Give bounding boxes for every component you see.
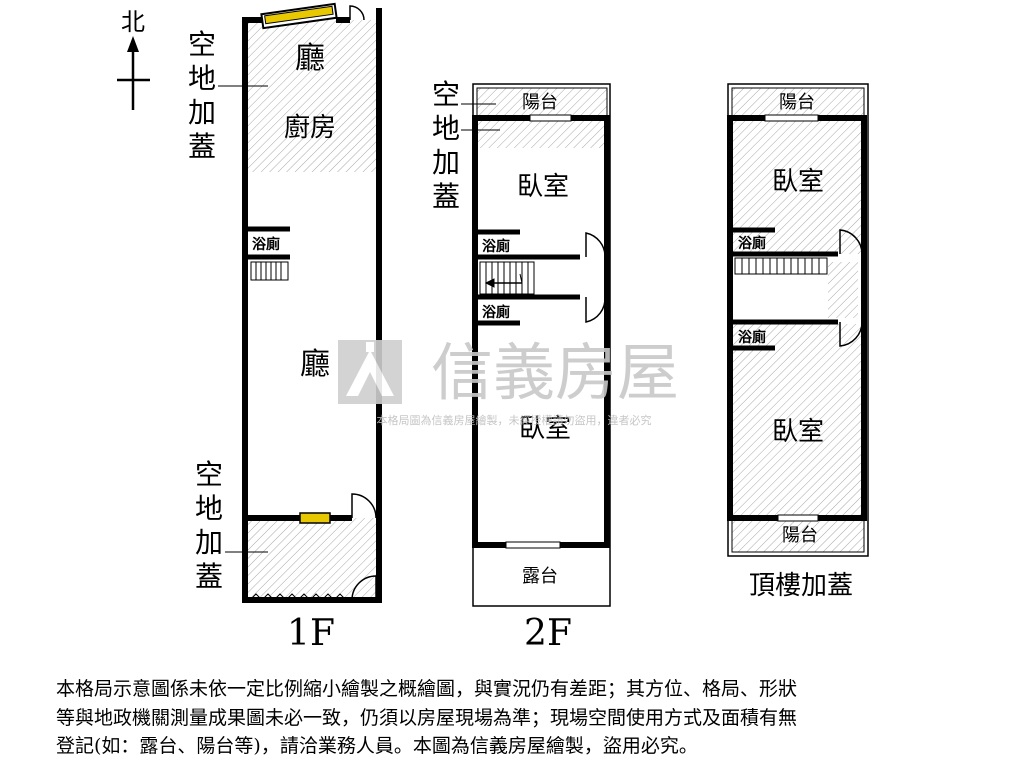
north-arrow-icon	[127, 36, 139, 52]
watermark: 信義房屋 本格局圖為信義房屋繪製，未經授權請勿盜用，違者必究	[338, 336, 679, 427]
caption-1f: 1F	[287, 613, 335, 654]
svg-text:空: 空	[432, 78, 460, 111]
disclaimer-line: 本格局示意圖係未依一定比例縮小繪製之概繪圖，與實況仍有差距；其方位、格局、形狀	[56, 678, 798, 700]
annex-label-2f: 空 地 加 蓋	[432, 78, 460, 213]
room-bedroom-1: 臥室	[517, 172, 569, 202]
svg-text:蓋: 蓋	[432, 180, 460, 213]
floor-plan: 北 浴廁 廳	[117, 2, 869, 654]
stairs	[734, 257, 828, 275]
bath-label-2: 浴廁	[738, 329, 766, 346]
svg-text:加: 加	[195, 526, 223, 559]
watermark-notice: 本格局圖為信義房屋繪製，未經授權請勿盜用，違者必究	[377, 413, 652, 427]
room-hall-main: 廳	[300, 347, 330, 382]
room-balcony-top: 陽台	[779, 92, 815, 113]
floor-roof: 陽台 臥室 浴廁 浴廁 臥室 陽台 頂樓加蓋	[727, 83, 869, 601]
window-bottom	[299, 512, 331, 524]
bath-label-2: 浴廁	[482, 304, 510, 321]
door-swing-top	[349, 5, 365, 21]
stairs	[479, 261, 535, 295]
svg-text:空: 空	[188, 28, 216, 61]
room-kitchen: 廚房	[284, 113, 336, 143]
svg-text:蓋: 蓋	[195, 560, 223, 593]
room-bedroom-2: 臥室	[519, 414, 571, 444]
annex-label-top: 空 地 加 蓋	[188, 28, 216, 163]
hatch-area-bottom	[246, 518, 378, 600]
watermark-brand: 信義房屋	[431, 336, 679, 409]
svg-text:加: 加	[188, 96, 216, 129]
room-bedroom-2: 臥室	[772, 417, 824, 447]
disclaimer-line: 等與地政機關測量成果圖未必一致，仍須以房屋現場為準；現場空間使用方式及面積有無	[56, 706, 798, 729]
caption-roof: 頂樓加蓋	[749, 571, 853, 601]
room-terrace: 露台	[522, 566, 558, 587]
caption-2f: 2F	[524, 613, 572, 654]
svg-text:地: 地	[188, 62, 216, 95]
annex-label-bottom: 空 地 加 蓋	[195, 458, 223, 593]
bath-label-1: 浴廁	[482, 238, 510, 255]
disclaimer-line: 登記(如：露台、陽台等)，請洽業務人員。本圖為信義房屋繪製，盜用必究。	[56, 735, 698, 757]
room-balcony: 陽台	[522, 92, 558, 113]
compass-label: 北	[121, 8, 145, 36]
svg-text:地: 地	[432, 112, 460, 145]
bath-label-1: 浴廁	[738, 235, 766, 252]
hatch-area-top	[246, 20, 378, 172]
room-balcony-bottom: 陽台	[782, 525, 818, 546]
disclaimer: 本格局示意圖係未依一定比例縮小繪製之概繪圖，與實況仍有差距；其方位、格局、形狀 …	[56, 675, 986, 761]
svg-text:蓋: 蓋	[188, 130, 216, 163]
room-hall-top: 廳	[295, 41, 325, 76]
room-bedroom-1: 臥室	[772, 167, 824, 197]
door-swing-bottom	[351, 493, 377, 519]
floor-2f: 陽台 臥室 浴廁 浴廁 臥室 露台 空 地 加 蓋 2F	[432, 78, 611, 654]
bath-label: 浴廁	[252, 236, 280, 253]
svg-text:地: 地	[195, 492, 223, 525]
north-compass: 北	[117, 8, 150, 110]
folding-door	[249, 593, 347, 601]
svg-text:空: 空	[195, 458, 223, 491]
stairs	[250, 261, 289, 281]
svg-text:加: 加	[432, 146, 460, 179]
floor-1f: 浴廁 廳 廚房 廳 空 地 加 蓋 空 地 加 蓋	[188, 2, 382, 654]
